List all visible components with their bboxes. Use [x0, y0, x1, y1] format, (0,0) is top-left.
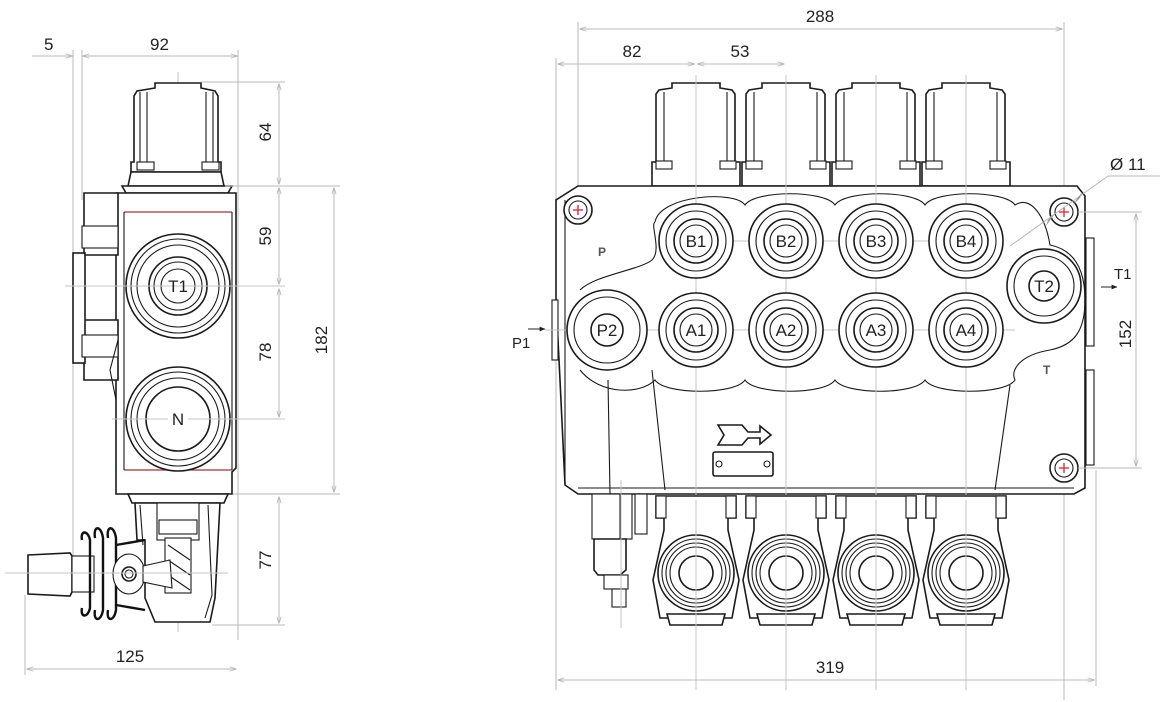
port-B2: B2 [748, 203, 824, 279]
dim-53-label: 53 [731, 42, 750, 61]
dim-78-label: 78 [256, 343, 275, 362]
dim-288-label: 288 [806, 7, 834, 26]
port-B1-label: B1 [686, 232, 707, 251]
flow-direction-arrow [716, 424, 773, 446]
dim-first-spool: 82 [555, 42, 694, 690]
dim-152-label: 152 [1116, 320, 1135, 348]
dim-125-label: 125 [116, 647, 144, 666]
outlet-T1-indicator: T1 [1101, 266, 1132, 290]
port-N-side: N [112, 366, 285, 472]
port-A3-label: A3 [866, 321, 887, 340]
relief-valve [591, 480, 648, 628]
dim-handle-height: 64 [200, 81, 285, 184]
dim-overall-width-side: 125 [24, 595, 236, 675]
port-P2-label: P2 [597, 321, 618, 340]
nameplate [712, 451, 774, 477]
port-A2-label: A2 [776, 321, 797, 340]
port-N-label: N [172, 410, 184, 429]
port-T2: T2 [1006, 248, 1082, 324]
dim-82-label: 82 [623, 42, 642, 61]
dim-T1-to-N: 78 [256, 289, 279, 417]
dim-5-label: 5 [44, 35, 53, 54]
inlet-P1-label: P1 [512, 335, 530, 352]
port-A3: A3 [838, 292, 914, 368]
spool-caps-top [651, 82, 1011, 187]
body-mark-p: P [598, 245, 606, 259]
mount-hole-bottom-right [1049, 453, 1079, 483]
outlet-T1-label: T1 [1114, 266, 1132, 283]
dim-diameter-label: Ø 11 [1110, 155, 1146, 174]
bottom-center-lines [695, 500, 967, 650]
dim-overall-width-front: 319 [558, 470, 1097, 686]
dim-59-label: 59 [256, 227, 275, 246]
ports-lower-row: A1 A2 A3 A4 [658, 292, 1004, 368]
front-view: 288 82 53 [512, 7, 1160, 700]
dim-182-label: 182 [312, 326, 331, 354]
port-B1: B1 [658, 203, 734, 279]
port-A1: A1 [658, 292, 734, 368]
port-B4: B4 [928, 203, 1004, 279]
port-P2: P2 [566, 289, 648, 371]
port-A4-label: A4 [956, 321, 977, 340]
ports-upper-row: B1 B2 B3 B4 [658, 203, 1004, 279]
dim-offset-top: 5 [32, 35, 74, 560]
dim-319-label: 319 [816, 658, 844, 677]
dim-92-label: 92 [150, 35, 169, 54]
port-T1-side: T1 [65, 233, 285, 339]
port-A2: A2 [748, 292, 824, 368]
handle-cap [120, 82, 234, 194]
dim-hole-diameter: Ø 11 [1009, 155, 1160, 247]
port-B4-label: B4 [956, 232, 977, 251]
port-B2-label: B2 [776, 232, 797, 251]
port-T1-label: T1 [168, 277, 188, 296]
dim-spool-pitch: 53 [698, 42, 784, 64]
port-A1-label: A1 [686, 321, 707, 340]
dim-body-height: 182 [233, 188, 340, 495]
dim-lever-height: 77 [212, 493, 285, 626]
dim-width-top: 92 [81, 35, 239, 640]
lever-handle [27, 527, 173, 621]
side-view: 5 92 64 [5, 35, 340, 675]
dim-to-T1: 59 [225, 185, 340, 284]
body-mark-t: T [1043, 363, 1051, 377]
port-A4: A4 [928, 292, 1004, 368]
mount-hole-top-right [1049, 197, 1079, 227]
inlet-P1-indicator: P1 [512, 326, 546, 352]
port-B3: B3 [838, 203, 914, 279]
mount-hole-top-left [563, 195, 593, 225]
lever-housing [126, 493, 230, 623]
port-T2-label: T2 [1034, 277, 1054, 296]
port-B3-label: B3 [866, 232, 887, 251]
spool-ends-bottom [652, 495, 1010, 626]
dim-77-label: 77 [256, 551, 275, 570]
dim-64-label: 64 [256, 123, 275, 142]
dim-mount-height: 152 [1078, 211, 1142, 469]
